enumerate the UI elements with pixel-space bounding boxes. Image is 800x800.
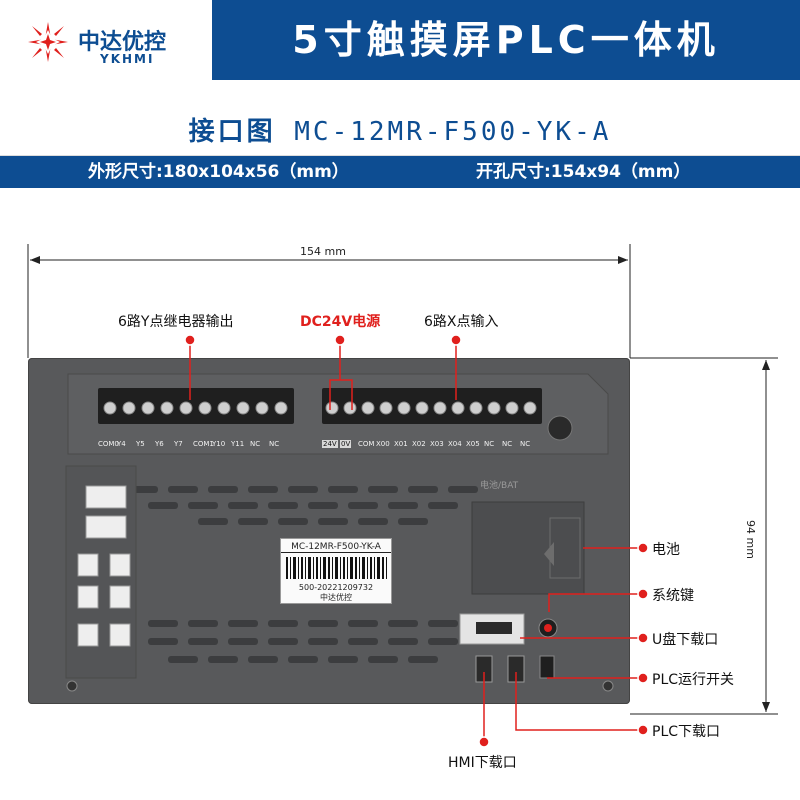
device-body-detail [65, 373, 614, 692]
terminal-label: X04 [448, 440, 462, 448]
width-measure-label: 154 mm [300, 245, 346, 258]
terminal-label: NC [484, 440, 495, 448]
terminal-label: NC [269, 440, 280, 448]
terminal-label: Y4 [117, 440, 126, 448]
callout-battery: 电池 [652, 542, 680, 558]
terminal-label: X02 [412, 440, 426, 448]
plc-device-back: MC-12MR-F500-YK-A 500-20221209732 中达优控 电… [28, 358, 630, 704]
sub-title-prefix: 接口图 [188, 117, 276, 147]
callout-hmi-download: HMI下载口 [448, 755, 517, 771]
terminal-label: Y10 [212, 440, 226, 448]
cutout-dimensions: 开孔尺寸:154x94（mm） [476, 162, 691, 182]
sticker-model: MC-12MR-F500-YK-A [281, 539, 391, 553]
model-number: MC-12MR-F500-YK-A [294, 117, 612, 147]
terminal-label: 24V [322, 440, 338, 448]
dimension-bar: 外形尺寸:180x104x56（mm） 开孔尺寸:154x94（mm） [0, 156, 800, 188]
callout-input: 6路X点输入 [424, 314, 499, 330]
terminal-label: Y5 [136, 440, 145, 448]
terminal-label: NC [520, 440, 531, 448]
terminal-label: X05 [466, 440, 480, 448]
outer-dimensions: 外形尺寸:180x104x56（mm） [88, 162, 349, 182]
terminal-label: COM0 [98, 440, 119, 448]
height-measure-label: 94 mm [744, 520, 757, 559]
terminal-label: X01 [394, 440, 408, 448]
terminal-label: 0V [340, 440, 352, 448]
interface-diagram-title: 接口图 MC-12MR-F500-YK-A [0, 108, 800, 156]
logo: 中达优控 YKHMI [0, 0, 212, 80]
terminal-label: Y7 [174, 440, 183, 448]
barcode-icon [286, 557, 387, 579]
callout-plc-run-switch: PLC运行开关 [652, 672, 735, 688]
callout-usb-download: U盘下载口 [652, 632, 719, 648]
terminal-label: X00 [376, 440, 390, 448]
terminal-label: COM1 [193, 440, 214, 448]
logo-subtext: YKHMI [100, 52, 155, 66]
terminal-label: X03 [430, 440, 444, 448]
sticker-brand: 中达优控 [320, 593, 352, 602]
callout-system-key: 系统键 [652, 588, 694, 604]
callout-plc-download: PLC下载口 [652, 724, 721, 740]
callout-power: DC24V电源 [300, 314, 381, 330]
logo-star-icon [28, 22, 68, 62]
battery-cover-label: 电池/BAT [480, 481, 519, 491]
terminal-label: Y11 [231, 440, 245, 448]
callout-relay-output: 6路Y点继电器输出 [118, 314, 234, 330]
sticker-serial: 500-20221209732 [298, 583, 374, 592]
product-label: MC-12MR-F500-YK-A 500-20221209732 中达优控 [280, 538, 392, 604]
logo-text: 中达优控 [78, 30, 167, 55]
page-title: 5寸触摸屏PLC一体机 [212, 0, 800, 80]
terminal-label: NC [502, 440, 513, 448]
header: 中达优控 YKHMI 5寸触摸屏PLC一体机 [0, 0, 800, 108]
terminal-label: Y6 [155, 440, 164, 448]
terminal-label: COM [358, 440, 375, 448]
terminal-label: NC [250, 440, 261, 448]
